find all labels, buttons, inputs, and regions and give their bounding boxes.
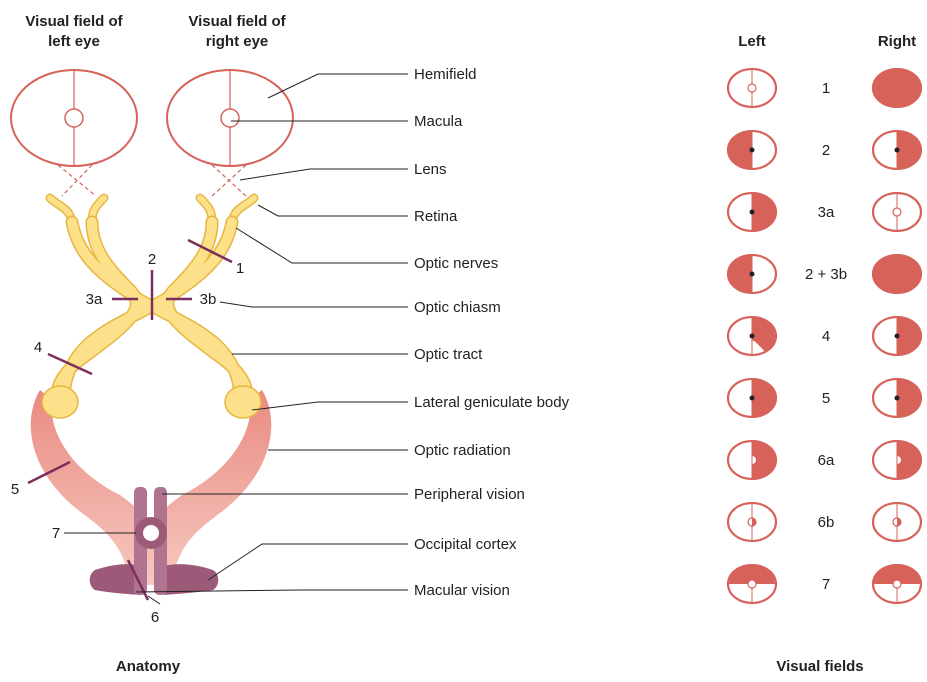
field-row-label-8: 6b bbox=[818, 514, 835, 531]
lesion-marker-5: 5 bbox=[11, 481, 19, 498]
right-field-5 bbox=[873, 317, 921, 355]
right-field-4 bbox=[873, 255, 921, 293]
label-optic-chiasm: Optic chiasm bbox=[414, 299, 501, 316]
right-eye-field-title-2: right eye bbox=[206, 33, 269, 50]
lesion-marker-3b: 3b bbox=[200, 291, 217, 308]
field-row-label-3: 3a bbox=[818, 204, 835, 221]
right-field-6 bbox=[873, 379, 921, 417]
label-occipital-cortex: Occipital cortex bbox=[414, 536, 517, 553]
right-field-3 bbox=[873, 193, 921, 231]
label-retina: Retina bbox=[414, 208, 458, 225]
label-optic-nerves: Optic nerves bbox=[414, 255, 498, 272]
right-field-2 bbox=[873, 131, 921, 169]
lesion-marker-2: 2 bbox=[148, 251, 156, 268]
label-peripheral-vision: Peripheral vision bbox=[414, 486, 525, 503]
left-eye-visual-field bbox=[11, 70, 137, 166]
lesion-marker-3a: 3a bbox=[86, 291, 103, 308]
right-eye-field-title-1: Visual field of bbox=[188, 13, 286, 30]
field-row-label-9: 7 bbox=[822, 576, 830, 593]
label-macular-vision: Macular vision bbox=[414, 582, 510, 599]
visual-field-grid: 1 2 3a 2 + 3b 4 5 6a 6b 7 bbox=[728, 69, 921, 603]
field-row-label-5: 4 bbox=[822, 328, 830, 345]
left-field-2 bbox=[728, 131, 776, 169]
lesion-marker-4: 4 bbox=[34, 339, 42, 356]
right-column-header: Right bbox=[878, 33, 916, 50]
left-field-4 bbox=[728, 255, 776, 293]
label-optic-tract: Optic tract bbox=[414, 346, 483, 363]
right-field-7 bbox=[873, 441, 921, 479]
left-eye-field-title-1: Visual field of bbox=[25, 13, 123, 30]
label-lateral-geniculate-body: Lateral geniculate body bbox=[414, 394, 570, 411]
field-row-label-4: 2 + 3b bbox=[805, 266, 847, 283]
optic-pathway bbox=[50, 198, 254, 222]
left-field-9 bbox=[728, 565, 776, 603]
optic-radiation bbox=[31, 390, 272, 585]
left-field-7 bbox=[728, 441, 776, 479]
left-field-5 bbox=[728, 317, 776, 355]
right-eye-visual-field bbox=[167, 70, 293, 166]
visual-fields-caption: Visual fields bbox=[776, 658, 863, 675]
field-row-label-2: 2 bbox=[822, 142, 830, 159]
lesion-marker-1: 1 bbox=[236, 260, 244, 277]
anatomy-caption: Anatomy bbox=[116, 658, 181, 675]
left-field-6 bbox=[728, 379, 776, 417]
light-rays bbox=[58, 165, 246, 196]
field-row-label-1: 1 bbox=[822, 80, 830, 97]
left-column-header: Left bbox=[738, 33, 766, 50]
lesion-marker-7: 7 bbox=[52, 525, 60, 542]
left-field-8 bbox=[728, 503, 776, 541]
label-optic-radiation: Optic radiation bbox=[414, 442, 511, 459]
label-lens: Lens bbox=[414, 161, 447, 178]
left-field-1 bbox=[728, 69, 776, 107]
right-field-9 bbox=[873, 565, 921, 603]
lesion-marker-6: 6 bbox=[151, 609, 159, 626]
left-field-3 bbox=[728, 193, 776, 231]
field-row-label-6: 5 bbox=[822, 390, 830, 407]
right-field-8 bbox=[873, 503, 921, 541]
left-eye-field-title-2: left eye bbox=[48, 33, 100, 50]
label-hemifield: Hemifield bbox=[414, 66, 477, 83]
field-row-label-7: 6a bbox=[818, 452, 835, 469]
right-field-1 bbox=[873, 69, 921, 107]
label-macula: Macula bbox=[414, 113, 463, 130]
